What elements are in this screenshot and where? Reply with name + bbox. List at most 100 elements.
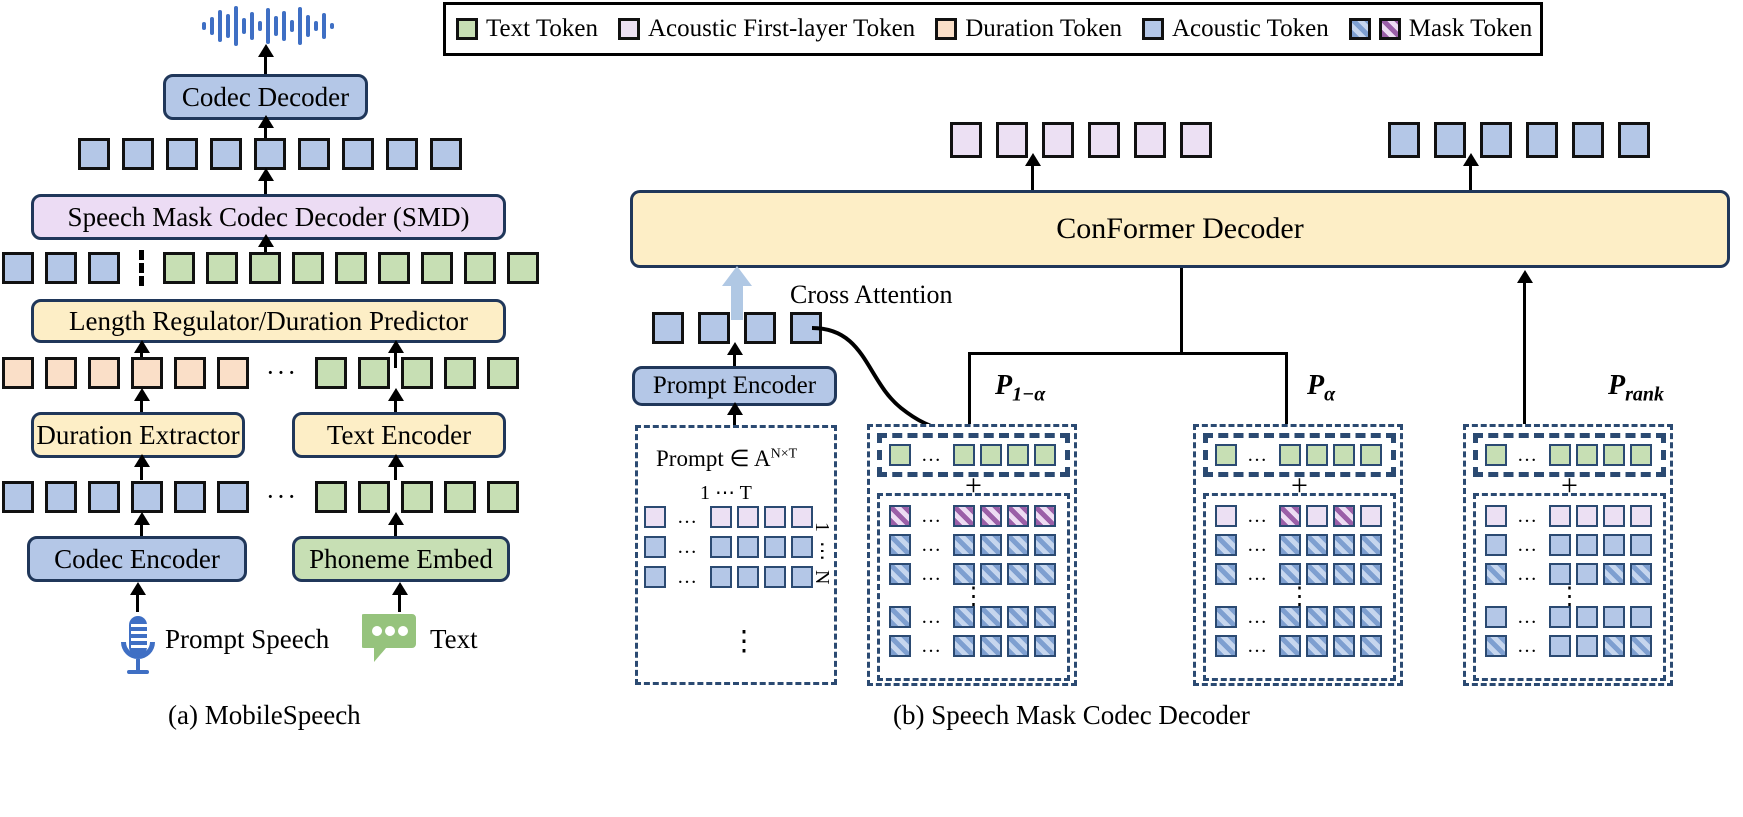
mask-token-blue	[1215, 563, 1237, 585]
acoustic-token	[710, 536, 732, 558]
text-token-row-box: …	[1473, 433, 1666, 477]
block-text-encoder[interactable]: Text Encoder	[292, 412, 506, 458]
acoustic-token	[78, 138, 110, 170]
block-label: Duration Extractor	[36, 419, 240, 450]
p-sub: α	[1324, 383, 1336, 406]
mask-token-blue	[1279, 606, 1301, 628]
block-label: Speech Mask Codec Decoder (SMD)	[67, 201, 470, 232]
acoustic-first-layer-token	[1576, 505, 1598, 527]
block-label: ConFormer Decoder	[1056, 212, 1304, 245]
mask-token-purple	[953, 505, 975, 527]
acoustic-token	[698, 312, 730, 344]
block-codec-encoder[interactable]: Codec Encoder	[27, 536, 247, 582]
mask-token-blue	[1306, 534, 1328, 556]
acoustic-token	[652, 312, 684, 344]
text-token-row-box: …	[1203, 433, 1396, 477]
matrix-row: …	[1485, 563, 1663, 585]
acoustic-first-layer-token	[1306, 505, 1328, 527]
block-duration-extractor[interactable]: Duration Extractor	[31, 412, 245, 458]
arrow-head-icon	[727, 402, 743, 415]
mask-token-blue	[1007, 534, 1029, 556]
text-token	[1007, 444, 1029, 466]
row-ellipsis: …	[1517, 444, 1539, 466]
row-ellipsis: …	[677, 536, 699, 558]
block-prompt-encoder[interactable]: Prompt Encoder	[632, 366, 837, 406]
arrow-head-icon	[388, 340, 404, 353]
acoustic-token	[644, 566, 666, 588]
block-label: Codec Encoder	[54, 543, 220, 574]
block-codec-decoder[interactable]: Codec Decoder	[163, 74, 368, 120]
row-ellipsis: …	[1517, 563, 1539, 585]
mask-token-purple	[1333, 505, 1355, 527]
acoustic-token	[791, 536, 813, 558]
mask-token-purple	[980, 505, 1002, 527]
row-ellipsis: …	[1517, 534, 1539, 556]
block-length-regulator-duration-predictor[interactable]: Length Regulator/Duration Predictor	[31, 299, 506, 343]
row-ellipsis: …	[1247, 444, 1269, 466]
prompt-row-label: 1 ⋯ N	[811, 522, 833, 587]
mask-token-blue	[1306, 635, 1328, 657]
acoustic-first-layer-token	[644, 506, 666, 528]
panel-a-caption: (a) MobileSpeech	[168, 700, 361, 730]
row-ellipsis: …	[1247, 534, 1269, 556]
p-label: P	[1608, 370, 1626, 401]
text-token	[249, 252, 281, 284]
text-token	[486, 481, 519, 513]
arrow-shaft	[140, 460, 143, 480]
prompt-grid-row: …	[644, 506, 813, 528]
arrow-shaft	[1523, 282, 1526, 424]
acoustic-token	[1388, 122, 1420, 158]
matrix-row: …	[1215, 635, 1393, 657]
mask-token-blue	[1603, 635, 1625, 657]
acoustic-token	[217, 481, 249, 513]
acoustic-token-swatch-icon	[1141, 18, 1164, 40]
prompt-title-sup: N×T	[770, 446, 798, 462]
p-label: P	[995, 370, 1013, 401]
text-token	[1333, 444, 1355, 466]
group-outer-dashed-box: …+………⋮……	[867, 424, 1077, 686]
label-prompt-speech: Prompt Speech	[165, 624, 330, 654]
legend-item-acoustic-token: Acoustic Token	[1141, 15, 1329, 43]
mask-token-blue	[1034, 606, 1056, 628]
mask-token-purple-swatch-icon	[1378, 18, 1401, 40]
mask-token-blue	[1007, 635, 1029, 657]
row-ellipsis: …	[1517, 635, 1539, 657]
acoustic-first-layer-token	[1549, 505, 1571, 527]
acoustic-token	[764, 566, 786, 588]
mask-token-blue	[1279, 563, 1301, 585]
acoustic-token	[2, 481, 34, 513]
prompt-grid-row: …	[644, 566, 813, 588]
arrow-shaft	[394, 460, 397, 480]
acoustic-first-layer-token	[950, 122, 982, 158]
group-outer-dashed-box: …+………⋮……	[1193, 424, 1403, 686]
block-phoneme-embed[interactable]: Phoneme Embed	[292, 536, 510, 582]
acoustic-matrix-box: ………⋮……	[877, 493, 1070, 681]
row-ellipsis: …	[677, 566, 699, 588]
legend-item-duration-token: Duration Token	[935, 15, 1122, 43]
arrow-head-icon	[1025, 153, 1041, 166]
label-cross-attention: Cross Attention	[790, 280, 953, 309]
mask-token-blue	[1333, 563, 1355, 585]
acoustic-token	[131, 481, 163, 513]
acoustic-token	[737, 566, 759, 588]
acoustic-token	[298, 138, 330, 170]
row-ellipsis: …	[921, 505, 943, 527]
acoustic-token	[1526, 122, 1558, 158]
row-ellipsis: …	[921, 606, 943, 628]
mask-token-blue	[1007, 563, 1029, 585]
block-conformer-decoder[interactable]: ConFormer Decoder	[630, 190, 1730, 268]
row-ellipsis: ···	[266, 482, 298, 511]
acoustic-token	[1549, 534, 1571, 556]
arrow-head-icon	[1463, 153, 1479, 166]
acoustic-first-layer-token	[996, 122, 1028, 158]
text-token	[1603, 444, 1625, 466]
acoustic-first-layer-token	[764, 506, 786, 528]
text-token	[206, 252, 238, 284]
block-label: Phoneme Embed	[309, 543, 493, 574]
text-token	[1630, 444, 1652, 466]
text-token	[314, 481, 347, 513]
group-outer-dashed-box: …+………⋮……	[1463, 424, 1673, 686]
acoustic-token	[386, 138, 418, 170]
block-speech-mask-codec-decoder[interactable]: Speech Mask Codec Decoder (SMD)	[31, 194, 506, 240]
